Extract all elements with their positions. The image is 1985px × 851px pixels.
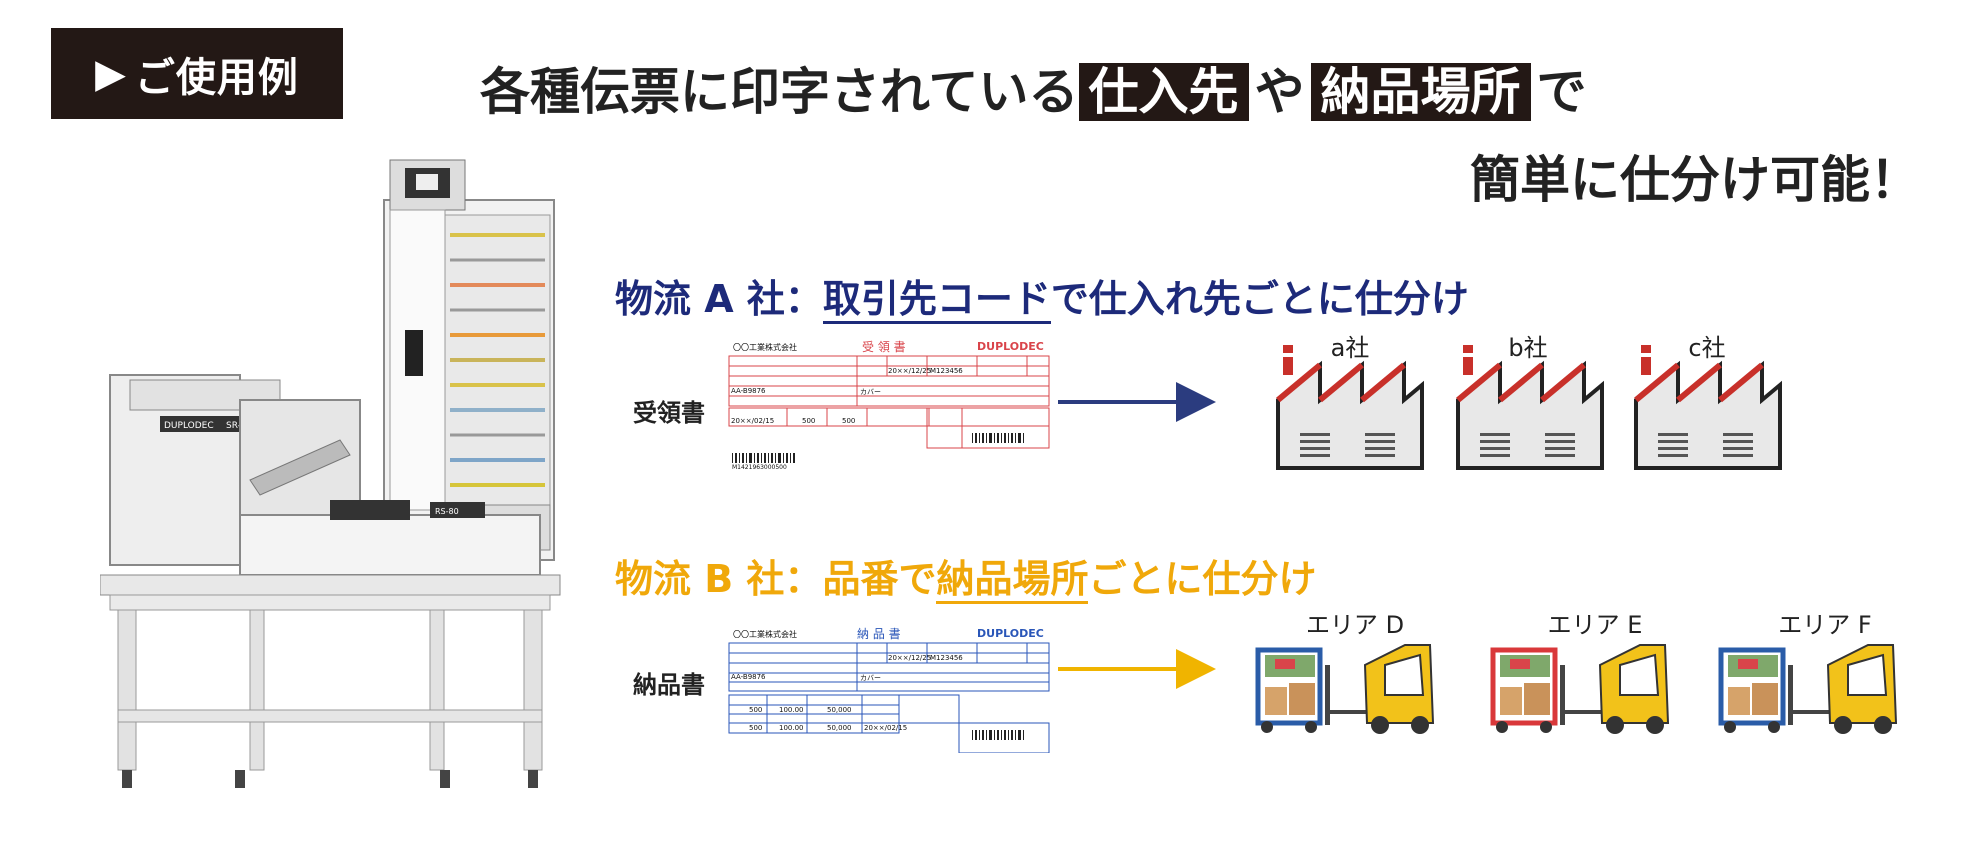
machine-brand-label: DUPLODEC xyxy=(164,421,214,431)
headline-text: や xyxy=(1254,63,1305,121)
doc-item: AA-B9876 xyxy=(731,387,766,395)
doc-company: 〇〇工業株式会社 xyxy=(733,343,797,352)
section-a-title: 物流 A 社：取引先コードで仕入れ先ごとに仕分け xyxy=(615,268,1469,324)
section-b-middle: 品番で xyxy=(822,557,937,601)
section-a-prefix: 物流 A 社： xyxy=(615,277,823,321)
unit-label: RS-80 xyxy=(435,507,459,516)
receipt-label: 受領書 xyxy=(633,399,705,427)
highlight-delivery-place: 納品場所 xyxy=(1310,63,1531,121)
doc-title: 受 領 書 xyxy=(862,340,906,354)
section-b-title: 物流 B 社：品番で納品場所ごとに仕分け xyxy=(615,548,1317,604)
factory-icon xyxy=(1456,345,1604,470)
headline-text: で xyxy=(1536,63,1587,121)
receipt-document: 〇〇工業株式会社 受 領 書 DUPLODEC 20××/12/25 M1234… xyxy=(727,338,1052,471)
section-b-prefix: 物流 B 社： xyxy=(615,557,823,601)
usage-example-badge: ▶ ご使用例 xyxy=(51,28,343,119)
area-d-label: エリア D xyxy=(1305,611,1405,639)
area-f-label: エリア F xyxy=(1778,611,1872,639)
badge-label: ご使用例 xyxy=(134,54,299,101)
doc-company: 〇〇工業株式会社 xyxy=(733,630,797,639)
doc-item-name: カバー xyxy=(860,674,881,682)
doc-amount: 50,000 xyxy=(827,706,852,714)
arrow-right-icon xyxy=(1058,382,1216,422)
section-a-highlight: 取引先コード xyxy=(822,277,1051,324)
factory-icon xyxy=(1634,345,1782,470)
doc-qty-2: 500 xyxy=(842,417,856,425)
doc-qty: 500 xyxy=(802,417,816,425)
factory-b-label: b社 xyxy=(1508,334,1548,362)
doc-date: 20××/12/25 xyxy=(888,367,932,375)
doc-code: M123456 xyxy=(930,654,963,662)
doc-item: AA-B9876 xyxy=(731,673,766,681)
headline-line2: 簡単に仕分け可能！ xyxy=(1470,151,1920,209)
sorter-bins xyxy=(450,233,545,487)
doc-price-2: 100.00 xyxy=(779,724,804,732)
doc-brand: DUPLODEC xyxy=(977,627,1044,640)
doc-brand: DUPLODEC xyxy=(977,340,1044,353)
headline-text: 各種伝票に印字されている xyxy=(480,63,1079,121)
doc-qty: 500 xyxy=(749,706,763,714)
factory-icon xyxy=(1276,345,1424,470)
doc-amount-2: 50,000 xyxy=(827,724,852,732)
doc-title: 納 品 書 xyxy=(857,627,901,641)
section-a-suffix: で仕入れ先ごとに仕分け xyxy=(1050,277,1469,321)
doc-barcode-text: M1421963000500 xyxy=(732,464,787,471)
play-arrow-icon: ▶ xyxy=(95,50,127,97)
doc-price: 100.00 xyxy=(779,706,804,714)
delivery-note-document: 〇〇工業株式会社 納 品 書 DUPLODEC 20××/12/25 M1234… xyxy=(727,625,1052,754)
sorter-machine-image: DUPLODEC SR-110 RS-80 xyxy=(100,159,561,788)
factory-c-label: c社 xyxy=(1688,334,1726,362)
delivery-note-label: 納品書 xyxy=(633,671,705,699)
section-b-suffix: ごとに仕分け xyxy=(1088,557,1317,601)
doc-item-name: カバー xyxy=(860,388,881,396)
doc-date: 20××/12/25 xyxy=(888,654,932,662)
doc-qty-2: 500 xyxy=(749,724,763,732)
doc-due: 20××/02/15 xyxy=(864,724,908,732)
headline-line1: 各種伝票に印字されている仕入先や納品場所で xyxy=(480,52,1587,124)
doc-due: 20××/02/15 xyxy=(731,417,775,425)
arrow-right-icon xyxy=(1058,649,1216,689)
factory-a-label: a社 xyxy=(1330,334,1370,362)
forklift-cart-icon xyxy=(1490,644,1670,734)
doc-code: M123456 xyxy=(930,367,963,375)
forklift-cart-icon xyxy=(1255,644,1435,734)
forklift-cart-icon xyxy=(1718,644,1898,734)
section-b-highlight: 納品場所 xyxy=(936,557,1089,604)
area-e-label: エリア E xyxy=(1547,611,1643,639)
highlight-supplier: 仕入先 xyxy=(1078,63,1249,121)
